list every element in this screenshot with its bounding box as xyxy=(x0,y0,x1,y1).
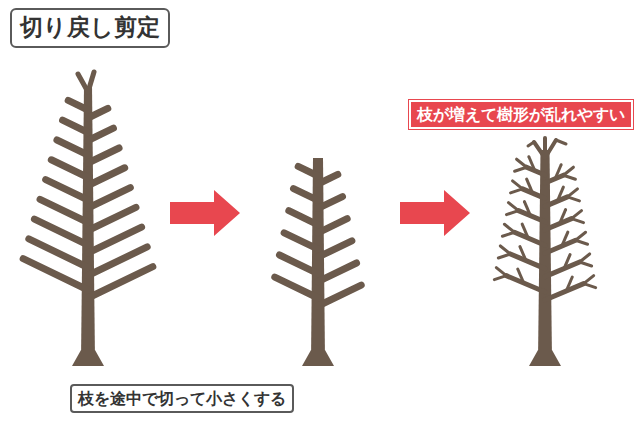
branch xyxy=(68,100,88,110)
branch xyxy=(318,219,347,233)
branch xyxy=(529,157,535,171)
branch xyxy=(88,207,136,230)
branch xyxy=(284,233,318,249)
branch xyxy=(580,254,590,262)
arrow xyxy=(170,190,470,236)
box-text: 枝が増えて樹形が乱れやすい xyxy=(417,105,625,124)
branch xyxy=(46,180,88,200)
branch xyxy=(23,259,88,290)
branch xyxy=(88,148,119,163)
branch xyxy=(88,227,142,253)
branch xyxy=(584,276,594,284)
branch xyxy=(318,285,361,306)
branch xyxy=(517,159,527,167)
branch xyxy=(510,254,545,269)
branch xyxy=(508,203,518,211)
branch xyxy=(294,189,318,201)
branch xyxy=(513,181,523,189)
trunk xyxy=(529,350,561,366)
branch xyxy=(580,262,592,266)
branch xyxy=(318,174,338,184)
title-box: 切り戻し剪定 xyxy=(10,8,170,48)
box-text: 枝を途中で切って小さくする xyxy=(78,389,286,408)
branch xyxy=(496,268,506,276)
branch xyxy=(506,211,518,215)
branch xyxy=(88,128,113,140)
branch xyxy=(88,72,94,92)
branch xyxy=(520,247,526,261)
branch xyxy=(528,142,534,146)
branch xyxy=(88,108,108,118)
branch xyxy=(500,246,510,254)
branch xyxy=(318,241,352,257)
branch xyxy=(498,254,510,258)
branch xyxy=(275,277,318,298)
branch xyxy=(40,199,88,222)
branch xyxy=(506,276,545,292)
branch xyxy=(560,210,566,224)
branch xyxy=(572,219,584,223)
branch xyxy=(527,179,533,193)
title: 切り戻し剪定 xyxy=(20,14,160,42)
branch xyxy=(557,187,563,201)
branch xyxy=(545,284,584,300)
branch xyxy=(567,189,577,197)
result-label: 枝が増えて樹形が乱れやすい xyxy=(409,100,633,129)
branch xyxy=(522,224,528,238)
branch xyxy=(88,267,153,298)
branch xyxy=(584,284,596,288)
branch xyxy=(518,269,524,283)
branch xyxy=(515,167,527,171)
branch xyxy=(279,255,318,274)
action-label: 枝を途中で切って小さくする xyxy=(70,384,294,413)
branch xyxy=(494,276,506,280)
branch xyxy=(502,232,514,236)
branch xyxy=(556,140,566,144)
branch xyxy=(543,138,547,158)
branch xyxy=(562,232,568,246)
branch xyxy=(576,240,588,244)
branch xyxy=(511,189,523,193)
branch xyxy=(563,175,575,179)
branch xyxy=(504,224,514,232)
branch xyxy=(524,202,530,216)
branch xyxy=(298,166,318,176)
branch xyxy=(545,262,580,277)
branch xyxy=(318,263,357,282)
branch xyxy=(566,277,572,291)
trunk xyxy=(302,350,334,366)
branch xyxy=(572,211,582,219)
branch xyxy=(34,219,88,245)
branch xyxy=(555,165,561,179)
branch xyxy=(51,160,88,178)
branch xyxy=(563,167,573,175)
branch xyxy=(88,188,130,208)
branch xyxy=(63,120,88,132)
branch xyxy=(545,240,576,253)
branch xyxy=(576,232,586,240)
branch xyxy=(564,255,570,269)
branch xyxy=(318,197,342,209)
branch xyxy=(514,232,545,245)
branch xyxy=(88,168,125,186)
branch xyxy=(57,140,88,155)
trunk xyxy=(72,350,104,366)
branch xyxy=(289,211,318,225)
branch xyxy=(567,197,579,201)
